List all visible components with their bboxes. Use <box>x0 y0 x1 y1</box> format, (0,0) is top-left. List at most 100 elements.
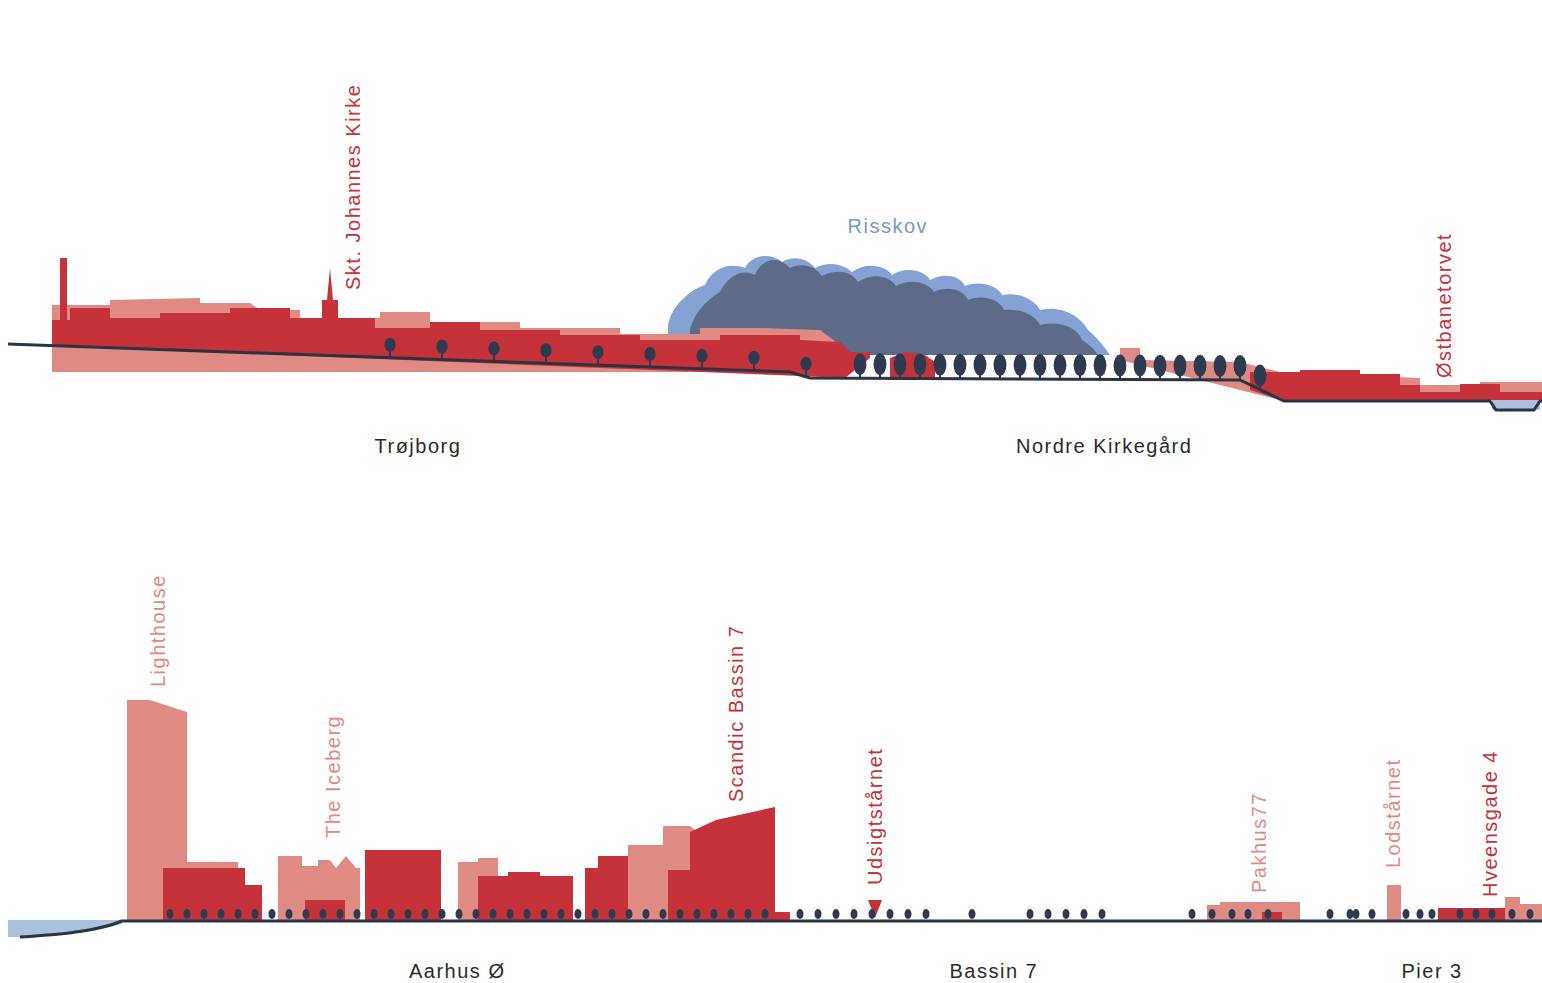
tree <box>286 909 293 919</box>
tree <box>609 909 616 919</box>
tree <box>1027 909 1034 919</box>
landmark-label: Udsigtstårnet <box>863 748 887 885</box>
tree <box>1174 355 1187 380</box>
tree <box>887 909 894 919</box>
tree <box>439 909 446 919</box>
tree <box>371 909 378 919</box>
tree <box>1245 909 1252 919</box>
tree <box>644 347 655 367</box>
tree <box>711 909 718 919</box>
tree <box>540 343 551 363</box>
tree <box>354 909 361 919</box>
district-label: Trøjborg <box>375 434 462 458</box>
buildings-kirkegaard <box>890 352 935 380</box>
tree <box>1473 909 1480 919</box>
landmark-label: Scandic Bassin 7 <box>724 625 748 802</box>
scandic-building <box>668 807 775 920</box>
tree <box>869 909 876 919</box>
tree <box>954 354 967 379</box>
tree <box>969 909 976 919</box>
lower-section <box>8 700 1542 937</box>
tree <box>422 909 429 919</box>
tree <box>592 345 603 365</box>
tree <box>218 909 225 919</box>
building <box>305 900 345 920</box>
tree <box>167 909 174 919</box>
tree <box>643 909 650 919</box>
building <box>1438 908 1508 920</box>
tree <box>1265 909 1272 919</box>
pakhus-building <box>1207 902 1300 920</box>
tree <box>1457 909 1464 919</box>
tree <box>201 909 208 919</box>
tree <box>1074 354 1087 379</box>
tree <box>1327 909 1334 919</box>
tree <box>696 349 707 369</box>
tree <box>815 909 822 919</box>
tree <box>575 909 582 919</box>
tree <box>728 909 735 919</box>
building <box>478 872 573 920</box>
tree <box>1403 909 1410 919</box>
iceberg-building <box>278 856 360 920</box>
tree <box>1489 909 1496 919</box>
tree <box>1034 354 1047 379</box>
tree <box>541 909 548 919</box>
tree <box>184 909 191 919</box>
tree <box>1234 355 1247 380</box>
church <box>322 268 338 320</box>
tree <box>1134 355 1147 380</box>
tree <box>1417 909 1424 919</box>
tree <box>934 354 947 379</box>
tree <box>405 909 412 919</box>
building <box>365 850 441 920</box>
tree <box>488 341 499 361</box>
tree <box>1054 354 1067 379</box>
tree <box>800 357 811 377</box>
tree <box>745 909 752 919</box>
tree <box>384 338 395 358</box>
tree <box>320 909 327 919</box>
tree <box>923 909 930 919</box>
tree <box>833 909 840 919</box>
tree <box>694 909 701 919</box>
tree <box>1099 909 1106 919</box>
tree <box>1194 355 1207 380</box>
tree <box>473 909 480 919</box>
tree <box>1429 909 1436 919</box>
ground-line <box>8 344 1542 410</box>
tree <box>1094 354 1107 379</box>
tree <box>797 909 804 919</box>
tree <box>974 354 987 379</box>
chimney <box>60 258 67 320</box>
tree <box>1045 909 1052 919</box>
tower-marker <box>868 900 882 918</box>
tree <box>626 909 633 919</box>
district-label: Nordre Kirkegård <box>1016 434 1192 458</box>
tree <box>1229 909 1236 919</box>
tree <box>677 909 684 919</box>
tree <box>1369 909 1376 919</box>
district-label: Pier 3 <box>1402 959 1463 983</box>
tree <box>762 909 769 919</box>
tree <box>269 909 276 919</box>
tree <box>524 909 531 919</box>
landmark-label: Hveensgade 4 <box>1478 750 1502 897</box>
buildings <box>52 300 870 378</box>
tree <box>1114 354 1127 379</box>
tree <box>436 340 447 360</box>
buildings-right <box>1250 370 1542 400</box>
landmark-label: Lodstårnet <box>1381 758 1405 868</box>
area-label: Risskov <box>848 214 929 238</box>
landmark-label: Skt. Johannes Kirke <box>341 84 365 290</box>
tree <box>914 354 927 379</box>
tree <box>1209 909 1216 919</box>
tree <box>1081 909 1088 919</box>
building <box>775 912 790 920</box>
tree <box>507 909 514 919</box>
tree <box>456 909 463 919</box>
district-label: Aarhus Ø <box>409 959 505 983</box>
tree <box>1063 909 1070 919</box>
building <box>1505 897 1542 920</box>
